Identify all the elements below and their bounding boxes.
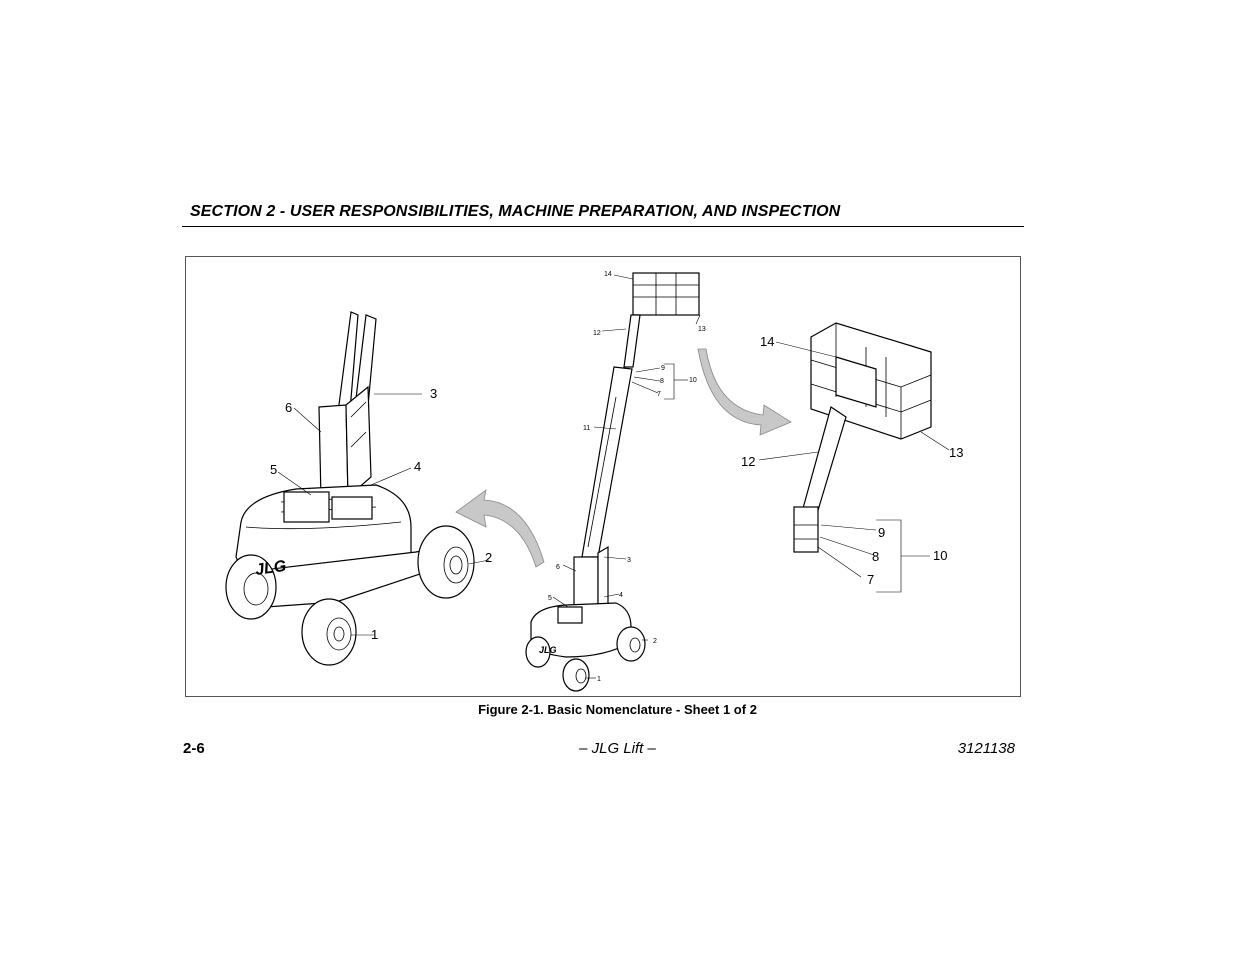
- title-rule: [182, 226, 1024, 227]
- callout-1-center: 1: [597, 676, 601, 683]
- callout-10-right: 10: [933, 548, 947, 563]
- callout-6-center: 6: [556, 564, 560, 571]
- figure-caption: Figure 2-1. Basic Nomenclature - Sheet 1…: [478, 702, 757, 717]
- footer-title: – JLG Lift –: [579, 740, 656, 757]
- callout-14-right: 14: [760, 334, 774, 349]
- center-view: JLG 14 13 12 9 8 7 10 11: [525, 271, 706, 692]
- callout-4-center: 4: [619, 592, 623, 599]
- left-view: JLG 3 6 5 4 2 1: [225, 311, 492, 666]
- callout-12-right: 12: [741, 454, 755, 469]
- figure-frame: JLG 3 6 5 4 2 1: [185, 256, 1021, 697]
- callout-5-center: 5: [548, 595, 552, 602]
- brand-logo-small: JLG: [539, 645, 557, 655]
- callout-7-center: 7: [657, 391, 661, 398]
- callout-2-left: 2: [485, 550, 492, 565]
- callout-9-right: 9: [878, 525, 885, 540]
- callout-4-left: 4: [414, 459, 421, 474]
- nomenclature-illustration: JLG 3 6 5 4 2 1: [225, 271, 963, 692]
- callout-11-center: 11: [583, 425, 590, 432]
- callout-13-center: 13: [698, 326, 706, 333]
- brand-logo: JLG: [254, 558, 287, 579]
- callout-6-left: 6: [285, 400, 292, 415]
- callout-3-center: 3: [627, 557, 631, 564]
- callout-7-right: 7: [867, 572, 874, 587]
- callout-3-left: 3: [430, 386, 437, 401]
- callout-9-center: 9: [661, 365, 665, 372]
- callout-13-right: 13: [949, 445, 963, 460]
- callout-8-right: 8: [872, 549, 879, 564]
- page-number: 2-6: [183, 740, 205, 757]
- callout-5-left: 5: [270, 462, 277, 477]
- document-number: 3121138: [957, 740, 1015, 757]
- callout-12-center: 12: [593, 330, 601, 337]
- callout-1-left: 1: [371, 627, 378, 642]
- section-title: SECTION 2 - USER RESPONSIBILITIES, MACHI…: [190, 203, 841, 220]
- arrow-to-left-view: [455, 489, 545, 568]
- callout-8-center: 8: [660, 378, 664, 385]
- arrow-to-right-view: [697, 348, 792, 436]
- callout-10-center: 10: [689, 377, 697, 384]
- callout-14-center: 14: [604, 271, 612, 278]
- right-view: 14 13 12 9 8 7 10: [741, 322, 963, 593]
- callout-2-center: 2: [653, 638, 657, 645]
